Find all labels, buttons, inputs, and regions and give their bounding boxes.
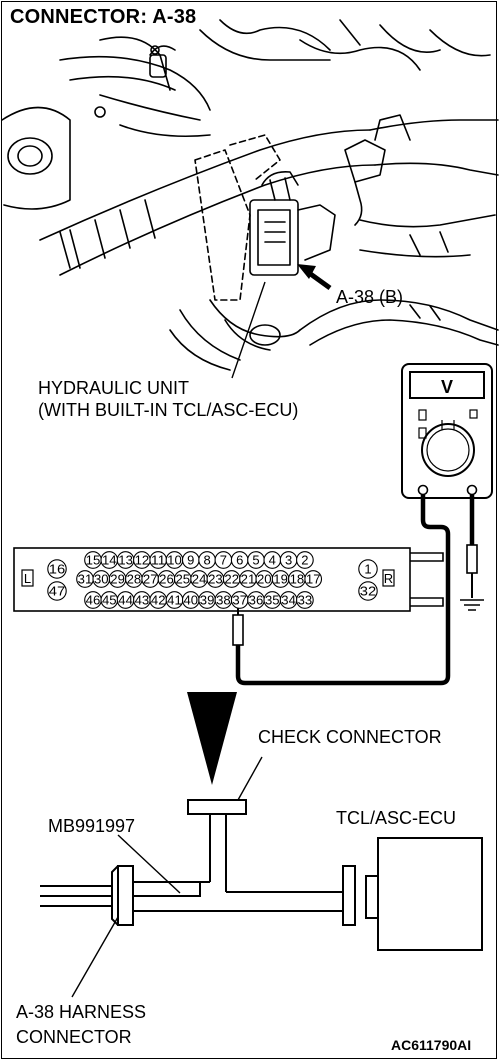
engine-bay-illustration (1, 19, 499, 371)
pin-1-outline (358, 559, 378, 579)
pin-27: 27 (143, 573, 158, 587)
ecu-label: TCL/ASC-ECU (336, 808, 457, 828)
pin-29: 29 (110, 573, 125, 587)
pin-6: 6 (236, 553, 243, 568)
probe-leads (232, 495, 484, 686)
pin-44: 44 (118, 594, 133, 608)
pin-7: 7 (220, 553, 227, 568)
pin-43: 43 (135, 594, 150, 608)
pin-12: 12 (135, 554, 150, 568)
pin-39: 39 (200, 594, 215, 608)
voltmeter-mode-symbol: V (441, 377, 453, 397)
pin-16-outline (47, 559, 67, 579)
connector-left-marker: L (24, 571, 31, 586)
pin-25: 25 (176, 573, 191, 587)
pin-2: 2 (301, 553, 308, 568)
hydraulic-unit-label-line2: (WITH BUILT-IN TCL/ASC-ECU) (38, 400, 299, 420)
hydraulic-unit-label-line1: HYDRAULIC UNIT (38, 378, 190, 398)
pin-34: 34 (281, 594, 296, 608)
pin-33: 33 (298, 594, 313, 608)
figure-code: AC611790AI (391, 1037, 472, 1053)
connector-right-marker: R (384, 571, 393, 586)
pin-2-outline (296, 551, 314, 569)
pin-33-outline (296, 591, 314, 609)
pin-5: 5 (252, 553, 259, 568)
pin-46: 46 (86, 594, 101, 608)
pin-16: 16 (49, 563, 65, 577)
pin-24: 24 (192, 573, 207, 587)
pin-47-outline (47, 581, 67, 601)
pin-18: 18 (290, 573, 305, 587)
direction-arrow (187, 692, 237, 785)
pin-10: 10 (167, 554, 182, 568)
pin-32: 32 (360, 585, 376, 599)
pin-4: 4 (269, 553, 276, 568)
check-connector-label: CHECK CONNECTOR (258, 727, 442, 747)
pin-28: 28 (127, 573, 142, 587)
pin-47: 47 (49, 585, 65, 599)
pin-30: 30 (94, 573, 109, 587)
pin-17-outline (304, 570, 323, 588)
adapter-harness (40, 799, 483, 951)
voltmeter (401, 363, 493, 499)
pin-26: 26 (159, 573, 174, 587)
connector-callout-arrow (297, 264, 332, 291)
pin-41: 41 (167, 594, 182, 608)
pin-36: 36 (249, 594, 264, 608)
pin-19: 19 (273, 573, 288, 587)
harness-label-line2: CONNECTOR (16, 1027, 132, 1047)
pin-38: 38 (216, 594, 231, 608)
connector-callout-label: A-38 (B) (336, 287, 404, 307)
page-title: CONNECTOR: A-38 (10, 6, 197, 28)
pin-17: 17 (306, 573, 321, 587)
pin-31: 31 (78, 573, 93, 587)
pin-15: 15 (86, 554, 101, 568)
leader-lines (71, 756, 263, 998)
pin-20: 20 (257, 573, 272, 587)
harness-label-line1: A-38 HARNESS (16, 1002, 147, 1022)
pin-40: 40 (184, 594, 199, 608)
pin-3: 3 (285, 553, 292, 568)
pin-14: 14 (102, 554, 117, 568)
pin-21: 21 (241, 573, 256, 587)
pin-37: 37 (232, 594, 247, 608)
hydraulic-unit-leader (231, 281, 266, 379)
pin-9: 9 (187, 553, 194, 568)
pin-22: 22 (224, 573, 239, 587)
pin-32-outline (358, 581, 378, 601)
pin-35: 35 (265, 594, 280, 608)
pin-45: 45 (102, 594, 117, 608)
pin-13: 13 (118, 554, 133, 568)
connector-face-view (13, 547, 444, 612)
pin-11: 11 (151, 554, 166, 568)
pin-42: 42 (151, 594, 166, 608)
pin-23: 23 (208, 573, 223, 587)
pin-1: 1 (364, 562, 371, 577)
pin-8: 8 (203, 553, 210, 568)
adapter-label: MB991997 (48, 816, 136, 836)
